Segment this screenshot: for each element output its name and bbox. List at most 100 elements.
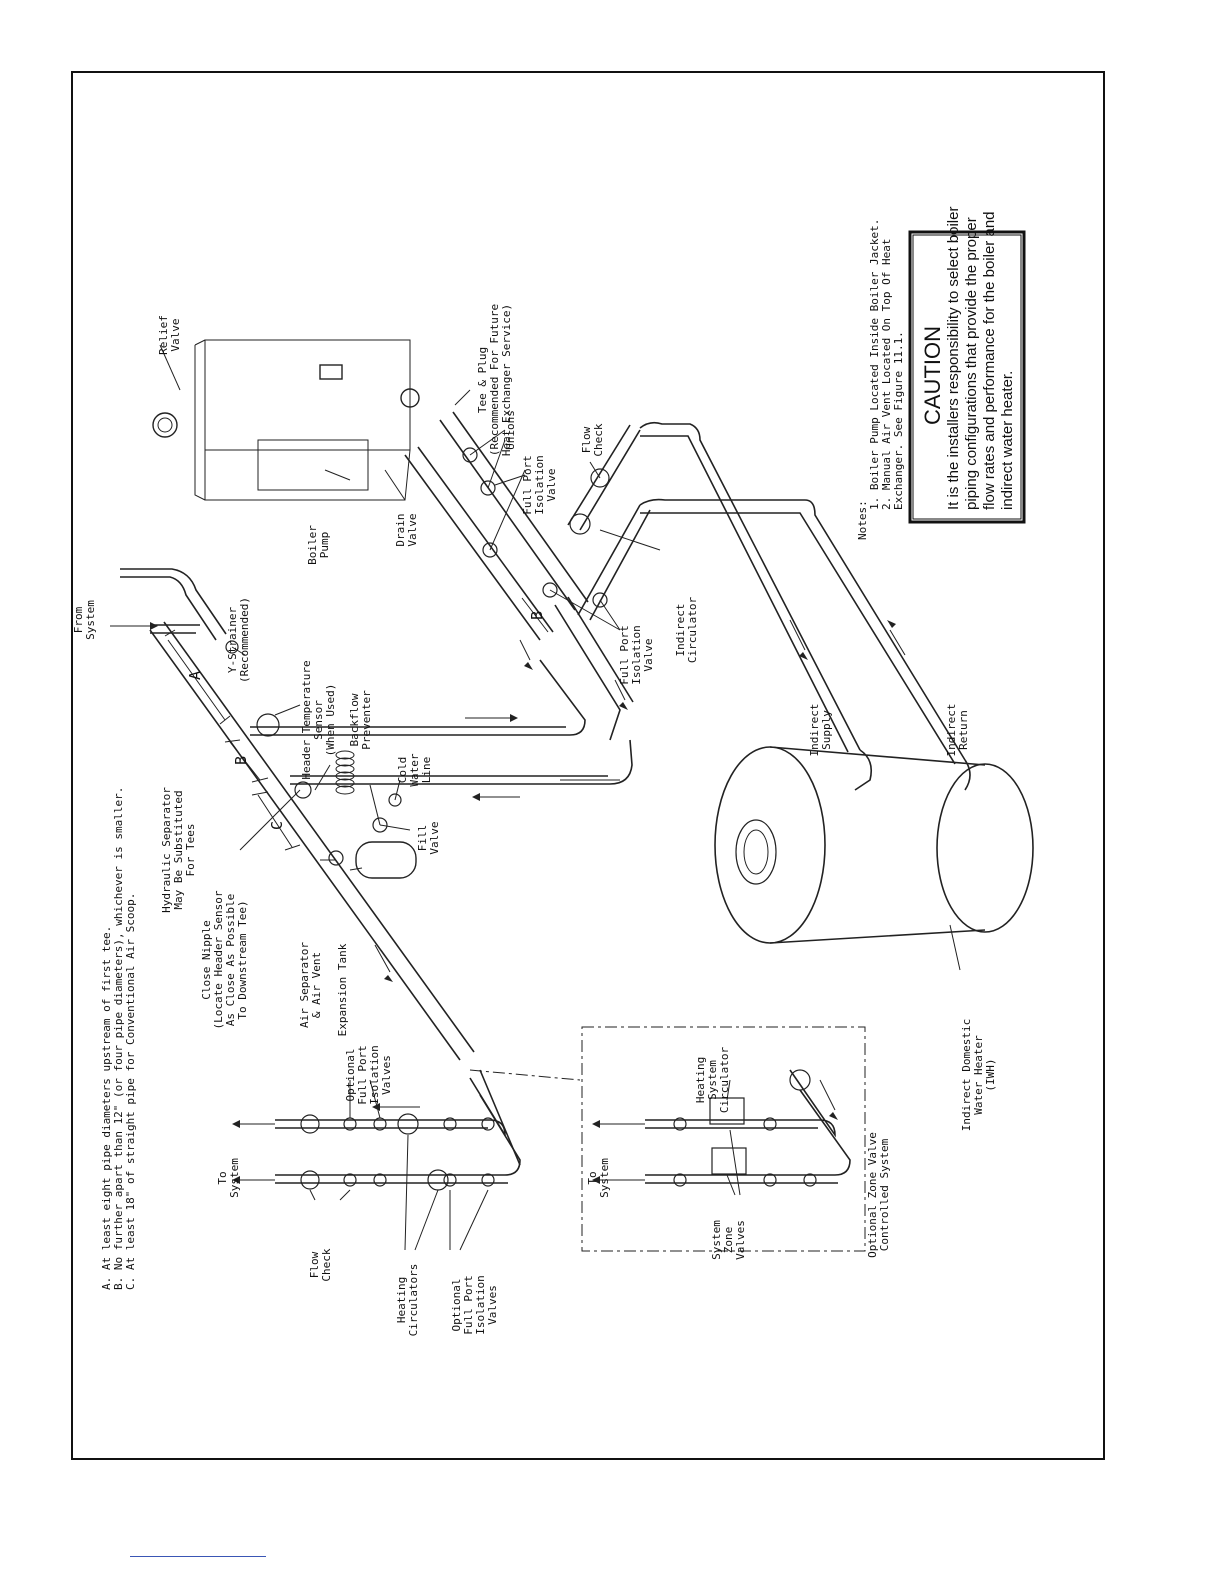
label-line: (IWH)	[984, 1058, 997, 1091]
label-line: Drain	[394, 513, 407, 546]
label-cold-water-line: ColdWaterLine	[396, 753, 433, 786]
label-line: Line	[420, 757, 433, 784]
piping	[120, 411, 971, 1184]
caution-line-3: flow rates and performance for the boile…	[981, 212, 998, 511]
label-optional-iso-top: OptionalFull PortIsolationValves	[344, 1045, 393, 1105]
label-line: Flow	[308, 1251, 321, 1278]
label-full-port-iso-2: Full PortIsolationValve	[618, 625, 655, 685]
label-line: Hydraulic Separator	[160, 787, 173, 913]
caution-title: CAUTION	[920, 326, 945, 425]
label-line: System	[710, 1220, 723, 1260]
label-indirect-circulator: IndirectCirculator	[674, 597, 699, 664]
label-full-port-iso-1: Full PortIsolationValve	[521, 455, 558, 515]
label-line: Heating	[694, 1057, 707, 1103]
label-line: Optional	[450, 1279, 463, 1332]
label-line: Check	[320, 1248, 333, 1281]
label-line: Valve	[406, 513, 419, 546]
label-line: To	[586, 1171, 599, 1184]
label-line: Controlled System	[878, 1138, 891, 1251]
footnotes: A. At least eight pipe diameters upstrea…	[100, 787, 137, 1290]
label-line: Valves	[380, 1055, 393, 1095]
label-flow-check-top: FlowCheck	[580, 423, 605, 456]
label-line: Relief	[157, 315, 170, 355]
label-heating-system-circulator: HeatingSystemCirculator	[694, 1047, 731, 1114]
expansion-tank-icon	[355, 841, 417, 879]
label-line: Preventer	[360, 690, 373, 750]
label-line: Unions	[504, 410, 517, 450]
label-system-zone-valves: SystemZoneValves	[710, 1220, 747, 1260]
label-optional-zone-valve: Optional Zone ValveControlled System	[866, 1132, 891, 1258]
label-line: Boiler	[306, 525, 319, 565]
boiler-window	[257, 439, 369, 491]
dimension-lines: A B C B	[164, 597, 620, 851]
caution-line-4: indirect water heater.	[999, 371, 1016, 510]
label-line: Valves	[734, 1220, 747, 1260]
label-y-strainer: Y-Strainer(Recommended)	[226, 597, 251, 683]
label-line: Optional	[344, 1049, 357, 1102]
label-line: (Recommended For Future	[488, 304, 501, 456]
label-backflow-preventer: BackflowPreventer	[348, 690, 373, 750]
label-unions: Unions	[504, 410, 517, 450]
footnote-c: C. At least 18" of straight pipe for Con…	[124, 893, 137, 1290]
label-line: Indirect Domestic	[960, 1019, 973, 1132]
label-line: Isolation	[630, 625, 643, 685]
label-line: Supply	[820, 710, 833, 750]
label-line: May Be Substituted	[172, 790, 185, 909]
label-line: Return	[957, 710, 970, 750]
relief-valve-icon	[400, 388, 420, 408]
label-line: Water Heater	[972, 1035, 985, 1115]
label-line: (When Used)	[324, 684, 337, 757]
label-line: (Recommended)	[238, 597, 251, 683]
label-line: System	[706, 1060, 719, 1100]
flow-arrows	[110, 619, 906, 1184]
label-hydraulic-separator: Hydraulic SeparatorMay Be SubstitutedFor…	[160, 787, 197, 913]
label-line: Full Port	[356, 1045, 369, 1105]
components	[152, 339, 1034, 1191]
label-line: Indirect	[945, 704, 958, 757]
label-line: Cold	[396, 757, 409, 784]
label-line: As Close As Possible	[224, 894, 237, 1026]
zone-valve-actuator-2	[711, 1147, 747, 1175]
boiler-jacket	[204, 339, 411, 451]
label-line: Indirect	[808, 704, 821, 757]
footnote-a: A. At least eight pipe diameters upstrea…	[100, 926, 113, 1290]
label-line: Valve	[642, 638, 655, 671]
label-line: Valve	[169, 318, 182, 351]
label-line: Circulators	[407, 1264, 420, 1337]
label-line: Isolation	[474, 1275, 487, 1335]
label-line: System	[228, 1158, 241, 1198]
label-optional-iso-bottom: OptionalFull PortIsolationValves	[450, 1275, 499, 1335]
label-line: Indirect	[674, 604, 687, 657]
label-line: To	[216, 1171, 229, 1184]
label-line: System	[84, 600, 97, 640]
page-frame	[71, 71, 1105, 1460]
label-line: Close Nipple	[200, 920, 213, 999]
label-line: Tee & Plug	[476, 347, 489, 413]
label-line: Isolation	[533, 455, 546, 515]
notes-item-1: 1. Boiler Pump Located Inside Boiler Jac…	[868, 219, 881, 510]
label-heating-circulators: HeatingCirculators	[395, 1264, 420, 1337]
label-line: Circulator	[718, 1047, 731, 1114]
label-line: Heat Exchanger Service)	[500, 304, 513, 456]
zone-valve-detail-box	[581, 1026, 866, 1252]
dimension-b: B	[232, 756, 250, 765]
label-line: For Tees	[184, 824, 197, 877]
caution-box: CAUTION It is the installers responsibil…	[908, 207, 1026, 524]
label-from-system: FromSystem	[72, 600, 97, 640]
label-fill-valve: FillValve	[416, 821, 441, 854]
label-close-nipple: Close Nipple(Locate Header SensorAs Clos…	[200, 890, 249, 1029]
notes-item-3: Exchanger. See Figure 11.1.	[892, 331, 905, 510]
label-line: Check	[592, 423, 605, 456]
dimension-a: A	[186, 671, 204, 680]
label-line: Zone	[722, 1227, 735, 1254]
label-line: (Locate Header Sensor	[212, 890, 225, 1029]
label-line: Y-Strainer	[226, 607, 239, 674]
vent-outlet-icon	[152, 412, 178, 438]
label-line: Full Port	[521, 455, 534, 515]
label-line: Full Port	[618, 625, 631, 685]
label-to-system-2: ToSystem	[586, 1158, 611, 1198]
label-line: Full Port	[462, 1275, 475, 1335]
label-line: & Air Vent	[310, 952, 323, 1018]
label-line: Sensor	[312, 700, 325, 740]
